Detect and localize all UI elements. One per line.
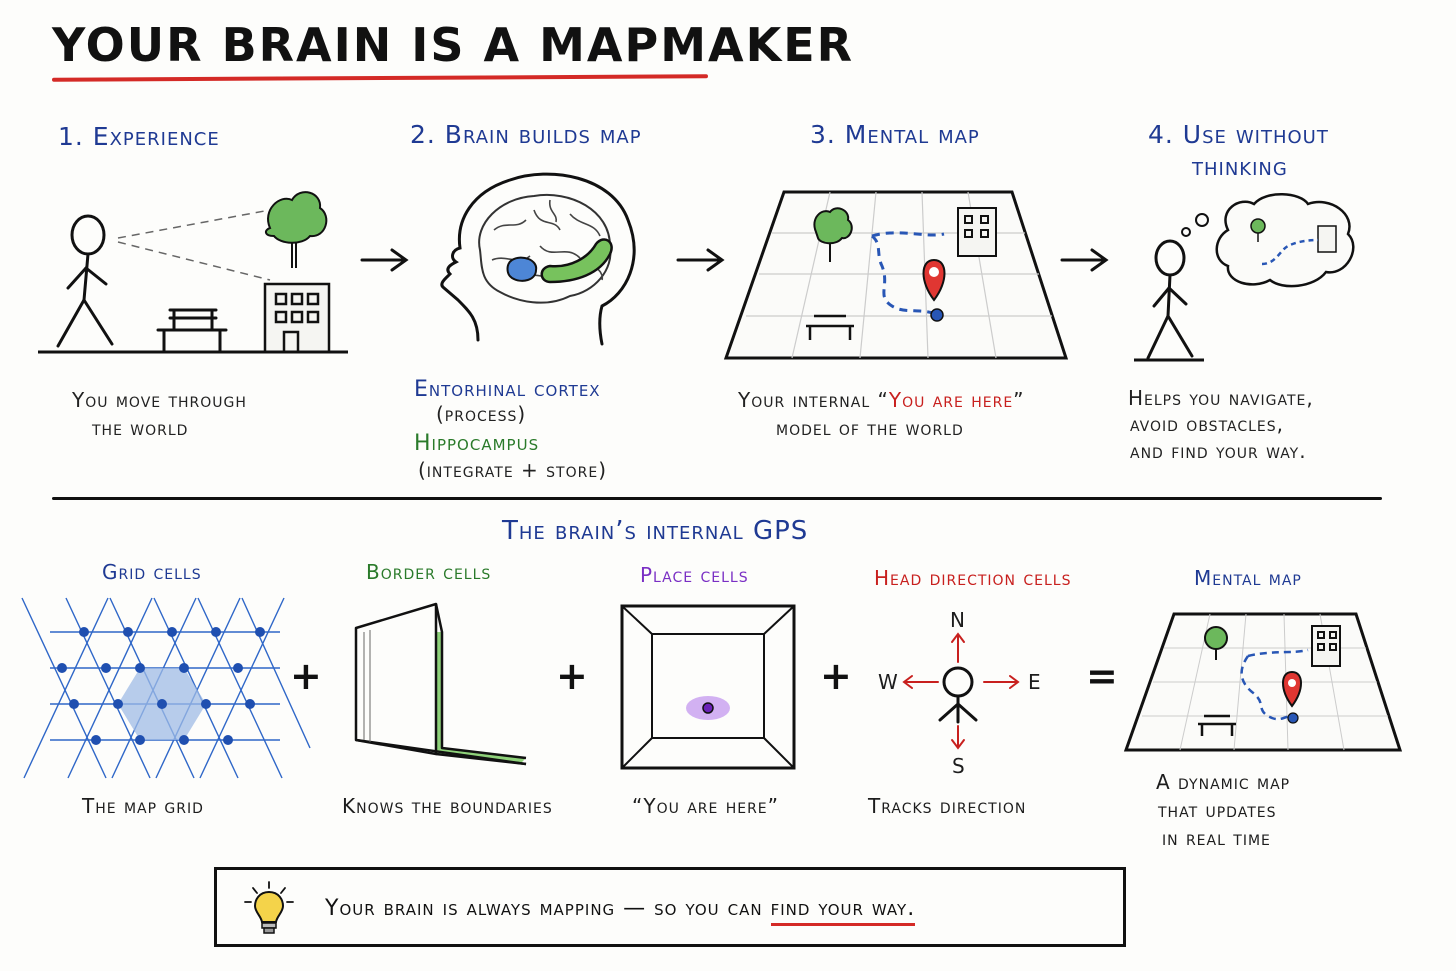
grid-cells-caption: The map grid xyxy=(82,794,204,818)
bench-icon xyxy=(156,308,228,354)
step-4-caption-line-1: Helps you navigate, xyxy=(1128,386,1314,410)
compass-west: W xyxy=(878,670,898,694)
gps-heading: The brain’s internal GPS xyxy=(502,516,809,546)
mental-map-label: Mental map xyxy=(1194,566,1302,590)
page-title: YOUR BRAIN IS A MAPMAKER xyxy=(52,18,855,72)
hippocampus-role: (integrate + store) xyxy=(418,458,608,482)
experience-illustration xyxy=(38,191,348,354)
tree-icon xyxy=(1204,626,1228,660)
step-1-caption-line-2: the world xyxy=(92,416,189,440)
tree-icon xyxy=(264,191,328,268)
compass-icon: N S W E xyxy=(874,604,1044,778)
entorhinal-cortex-label: Entorhinal cortex xyxy=(414,377,601,402)
mental-map-caption-line-2: that updates xyxy=(1158,798,1277,822)
place-cells-label: Place cells xyxy=(640,563,749,587)
step-2-label: 2. Brain builds map xyxy=(410,120,642,149)
map-pin-icon xyxy=(1282,670,1302,708)
bench-icon xyxy=(1198,714,1236,736)
tree-icon xyxy=(813,207,853,262)
step-3-caption-line-1: Your internal “You are here” xyxy=(738,388,1025,412)
bench-icon xyxy=(806,314,854,340)
head-direction-cells-caption: Tracks direction xyxy=(868,794,1027,818)
find-your-way-highlight: find your way. xyxy=(770,896,916,926)
plus-operator-1: + xyxy=(290,654,322,698)
mental-map-caption-line-1: A dynamic map xyxy=(1156,770,1291,794)
entorhinal-cortex-role: (process) xyxy=(436,402,527,426)
banner-text: Your brain is always mapping — so you ca… xyxy=(325,896,916,926)
step-4-label-line-2: thinking xyxy=(1192,152,1288,181)
step-3-label: 3. Mental map xyxy=(810,120,980,149)
stick-figure-icon xyxy=(56,214,114,348)
step-4-label-line-1: 4. Use without xyxy=(1148,120,1329,149)
place-cells-icon xyxy=(620,604,796,770)
tree-icon xyxy=(1250,218,1266,242)
hippocampus-label: Hippocampus xyxy=(414,431,540,456)
thought-bubble-icon xyxy=(1181,193,1355,288)
step-3-caption-line-2: model of the world xyxy=(776,416,964,440)
building-icon xyxy=(1317,225,1337,253)
building-icon xyxy=(1311,625,1341,667)
mental-map-icon xyxy=(723,190,1069,360)
building-icon xyxy=(263,282,331,354)
step-1-label: 1. Experience xyxy=(58,122,220,151)
border-cells-caption: Knows the boundaries xyxy=(342,794,553,818)
arrow-1-icon xyxy=(360,248,409,272)
equals-operator: = xyxy=(1086,654,1118,698)
border-cells-icon xyxy=(354,602,527,766)
brain-icon xyxy=(440,172,636,346)
mental-map-caption-line-3: in real time xyxy=(1162,826,1271,850)
map-pin-icon xyxy=(922,258,946,302)
compass-north: N xyxy=(950,608,965,632)
arrow-2-icon xyxy=(676,248,725,272)
grid-cells-label: Grid cells xyxy=(102,560,202,584)
key-takeaway-banner: Your brain is always mapping — so you ca… xyxy=(214,867,1126,947)
building-icon xyxy=(957,207,997,257)
stick-figure-icon xyxy=(1146,239,1194,360)
section-divider xyxy=(52,497,1382,500)
border-cells-label: Border cells xyxy=(366,560,492,584)
step-4-caption-line-3: and find your way. xyxy=(1130,439,1307,463)
compass-east: E xyxy=(1028,670,1041,694)
head-direction-cells-label: Head direction cells xyxy=(874,566,1072,590)
arrow-3-icon xyxy=(1060,248,1109,272)
sight-lines xyxy=(117,209,271,281)
place-cells-caption: “You are here” xyxy=(632,794,780,818)
mental-map-small-icon xyxy=(1123,612,1403,752)
title-underline xyxy=(51,74,709,82)
use-without-thinking-illustration xyxy=(1134,193,1355,362)
grid-cells-icon xyxy=(21,597,311,779)
compass-south: S xyxy=(952,754,965,778)
step-4-caption-line-2: avoid obstacles, xyxy=(1130,412,1285,436)
plus-operator-3: + xyxy=(820,654,852,698)
step-1-caption-line-1: You move through xyxy=(72,388,247,412)
you-are-here-highlight: You are here xyxy=(888,388,1014,412)
lightbulb-icon xyxy=(244,881,294,934)
compass-figure-icon xyxy=(902,632,1020,750)
plus-operator-2: + xyxy=(556,654,588,698)
